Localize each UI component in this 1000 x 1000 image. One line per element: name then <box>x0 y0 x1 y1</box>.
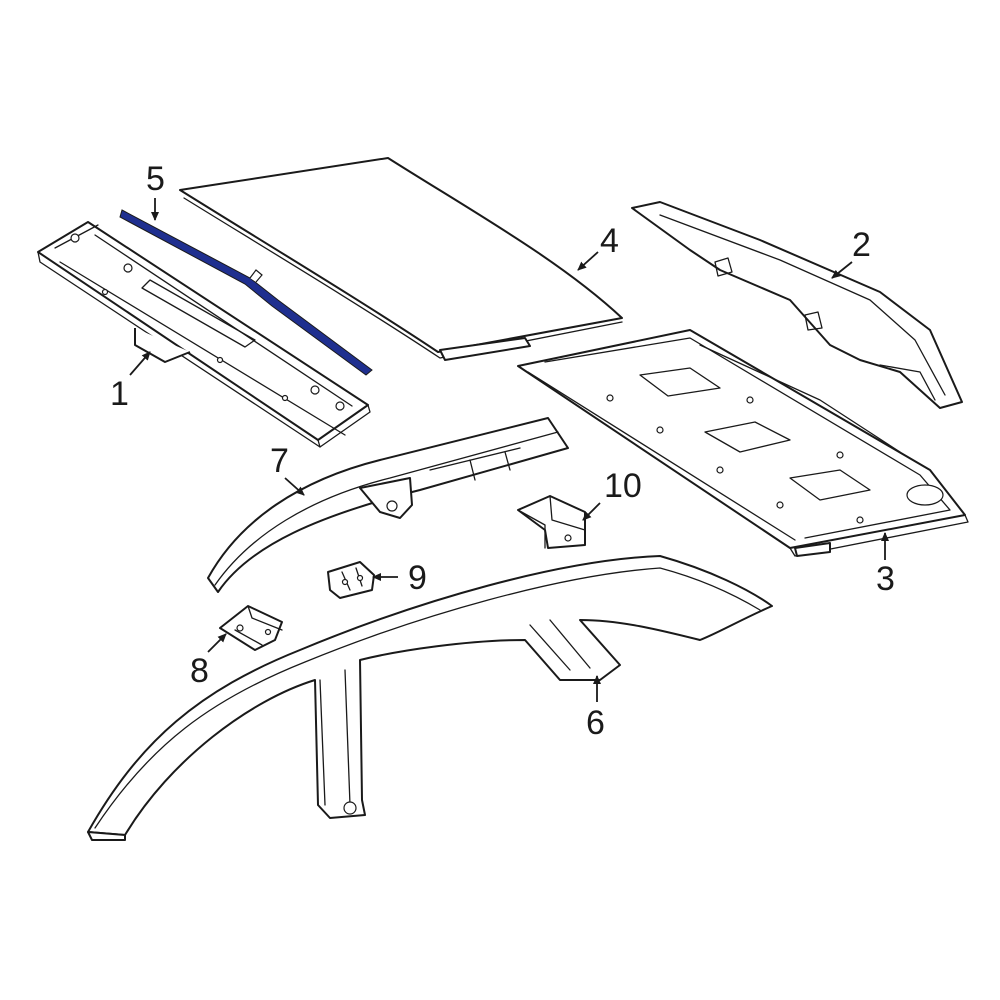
callout-labels: 1 2 3 4 5 6 7 8 9 10 <box>110 160 895 742</box>
part-9-bracket[interactable] <box>327 561 375 599</box>
part-7-side-rail[interactable] <box>207 417 569 593</box>
part-6-side-frame[interactable] <box>87 555 773 841</box>
callout-5: 5 <box>146 160 165 198</box>
leader-4 <box>577 251 599 271</box>
leader-7 <box>284 477 305 496</box>
callout-10: 10 <box>604 467 642 505</box>
callout-8: 8 <box>190 652 209 690</box>
part-3-rear-panel[interactable] <box>517 329 969 557</box>
leader-8 <box>207 633 227 653</box>
part-2-rear-rail[interactable] <box>631 201 963 409</box>
part-8-hinge-bracket[interactable] <box>219 605 283 651</box>
part-5-roof-seal[interactable] <box>119 209 373 376</box>
callout-3: 3 <box>876 560 895 598</box>
leader-10 <box>582 502 601 521</box>
callout-9: 9 <box>408 559 427 597</box>
callout-1: 1 <box>110 375 129 413</box>
callout-4: 4 <box>600 222 619 260</box>
callout-7: 7 <box>270 442 289 480</box>
leader-lines <box>129 198 889 702</box>
callout-6: 6 <box>586 704 605 742</box>
leader-2 <box>831 261 853 279</box>
leader-1 <box>129 351 151 376</box>
callout-2: 2 <box>852 226 871 264</box>
part-1-front-header[interactable] <box>37 221 371 448</box>
part-4-roof-panel[interactable] <box>179 157 623 361</box>
part-10-bracket[interactable] <box>517 495 586 549</box>
